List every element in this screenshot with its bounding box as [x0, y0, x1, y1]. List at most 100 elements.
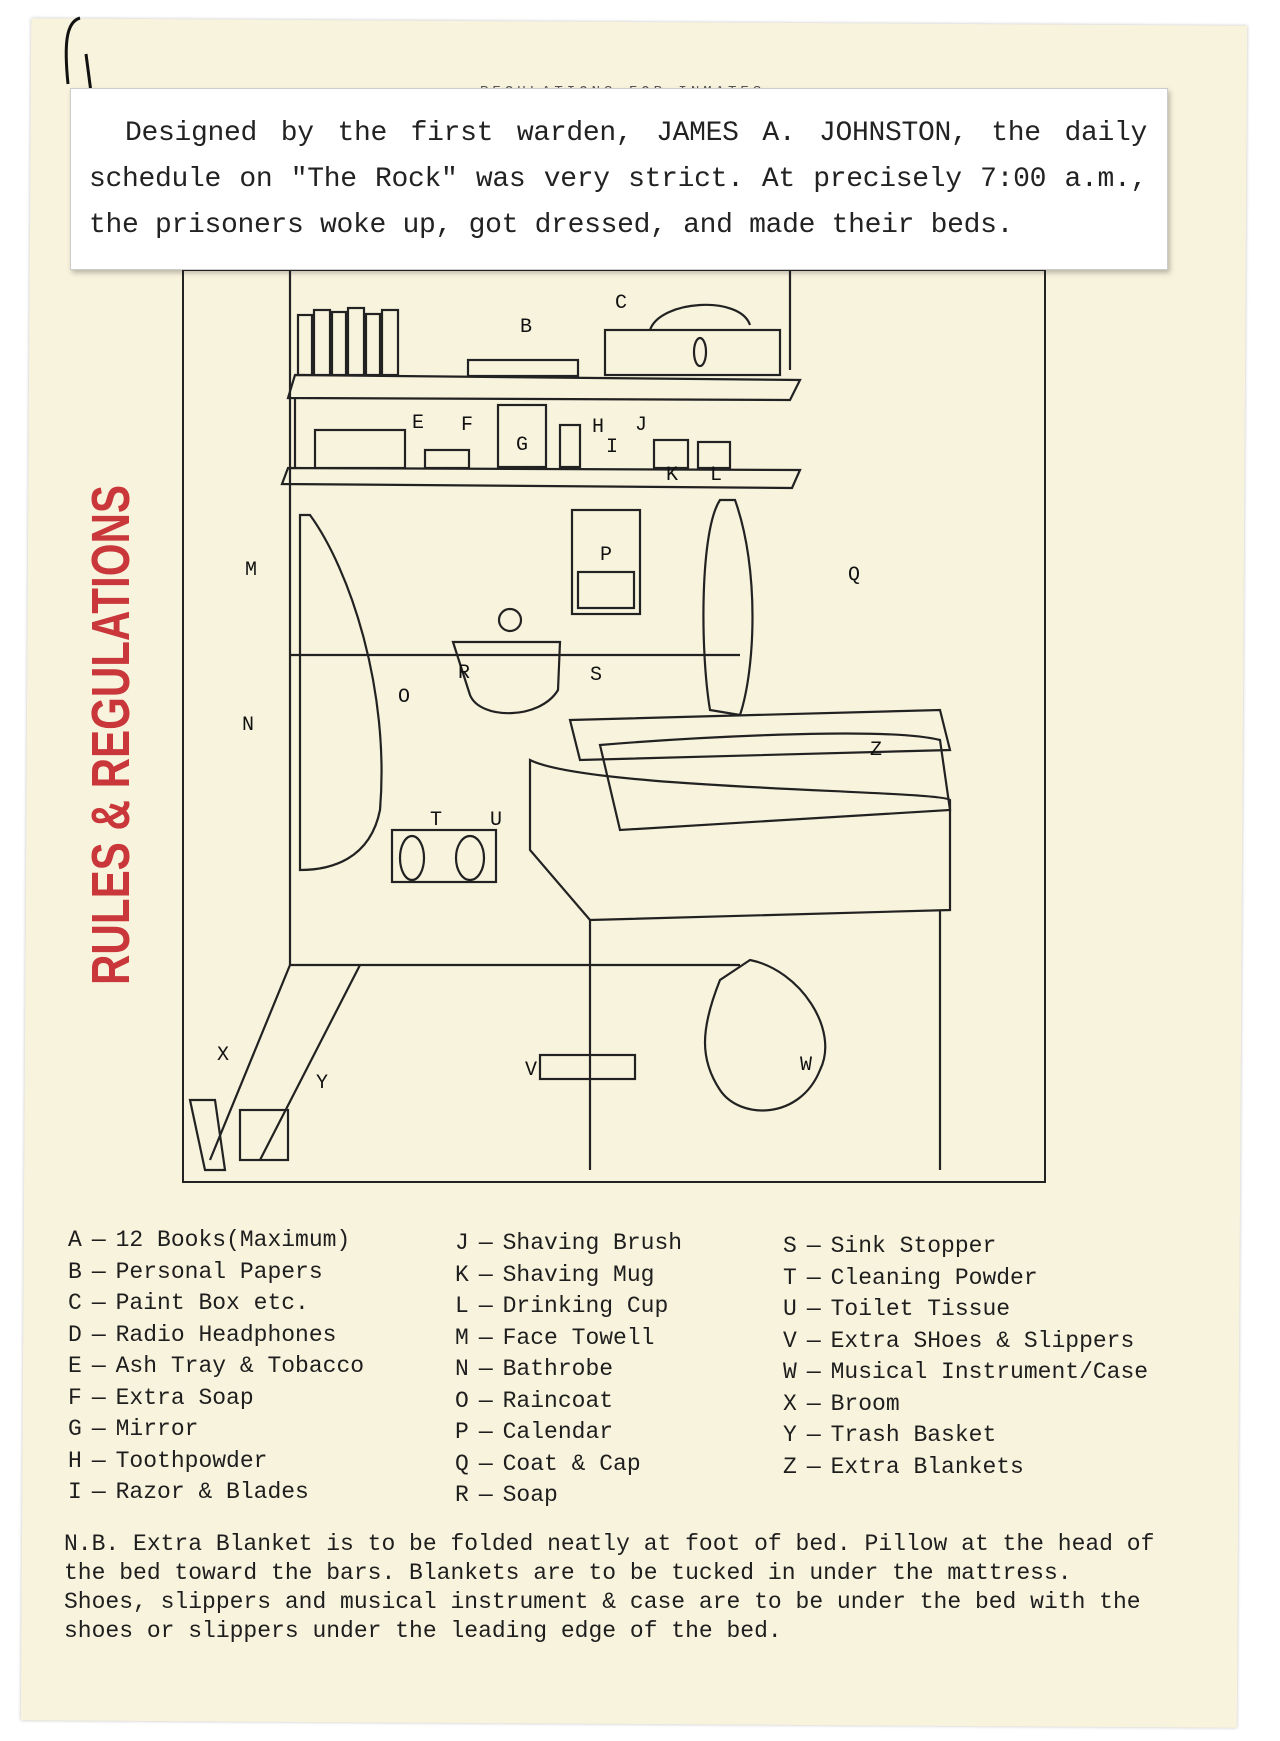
- legend-item: X—Broom: [783, 1390, 900, 1417]
- legend-text: Mirror: [115, 1416, 199, 1442]
- legend-text: 12 Books(Maximum): [115, 1227, 351, 1253]
- tissue-shelf-icon: [390, 828, 498, 884]
- legend-text: Shaving Brush: [502, 1230, 683, 1256]
- legend-text: Sink Stopper: [830, 1233, 997, 1259]
- shelf-lower: [280, 466, 802, 490]
- legend-item: J—Shaving Brush: [455, 1230, 683, 1256]
- legend-key: H: [68, 1447, 82, 1474]
- legend-key: L: [455, 1293, 469, 1319]
- diagram-label-c: C: [615, 292, 627, 315]
- legend-item: Z—Extra Blankets: [783, 1453, 1024, 1480]
- legend-column-2: J—Shaving Brush K—Shaving Mug L—Drinking…: [455, 1228, 682, 1512]
- legend-key: D: [68, 1321, 82, 1348]
- diagram-label-f: F: [461, 414, 473, 437]
- diagram-label-y: Y: [316, 1072, 328, 1095]
- legend-text: Ash Tray & Tobacco: [115, 1353, 365, 1379]
- diagram-label-n: N: [242, 714, 254, 737]
- shelf-upper: [286, 373, 802, 468]
- legend-key: M: [455, 1324, 469, 1351]
- legend-key: V: [783, 1327, 797, 1354]
- papers-icon: [466, 358, 580, 378]
- trash-basket-icon: [238, 1108, 290, 1162]
- diagram-label-k: K: [666, 464, 678, 487]
- diagram-labels: B C E F G H I J K L M N O P Q R S T U V …: [217, 292, 882, 1095]
- legend-item: R—Soap: [455, 1482, 558, 1508]
- legend-key: N: [455, 1356, 469, 1382]
- legend-key: G: [68, 1416, 82, 1442]
- legend-key: O: [455, 1387, 469, 1414]
- diagram-label-o: O: [398, 686, 410, 709]
- diagram-label-m: M: [245, 559, 257, 582]
- legend-item: H—Toothpowder: [68, 1447, 268, 1474]
- diagram-label-p: P: [600, 544, 612, 567]
- coat-icon: [702, 498, 754, 717]
- diagram-label-e: E: [412, 412, 424, 435]
- legend-column-1: A—12 Books(Maximum) B—Personal Papers C—…: [68, 1225, 364, 1509]
- legend-item: I—Razor & Blades: [68, 1479, 309, 1505]
- intro-callout: Designed by the first warden, JAMES A. J…: [70, 88, 1168, 270]
- legend-text: Drinking Cup: [502, 1293, 669, 1319]
- note-line: the bed toward the bars. Blankets are to…: [64, 1560, 1072, 1586]
- legend-key: U: [783, 1296, 797, 1322]
- diagram-label-h: H: [592, 416, 604, 439]
- legend-text: Personal Papers: [115, 1258, 323, 1285]
- legend-text: Razor & Blades: [115, 1479, 309, 1505]
- legend-key: I: [68, 1479, 82, 1505]
- legend-item: D—Radio Headphones: [68, 1321, 337, 1348]
- legend-item: N—Bathrobe: [455, 1356, 614, 1382]
- legend-text: Shaving Mug: [502, 1261, 655, 1288]
- legend-key: Q: [455, 1450, 469, 1477]
- legend-item: O—Raincoat: [455, 1387, 614, 1414]
- mug-icon: [652, 438, 690, 470]
- diagram-label-s: S: [590, 664, 602, 687]
- legend-item: Q—Coat & Cap: [455, 1450, 641, 1477]
- legend-key: S: [783, 1233, 797, 1259]
- legend-text: Bathrobe: [502, 1356, 614, 1382]
- note-line: N.B. Extra Blanket is to be folded neatl…: [64, 1531, 1155, 1557]
- diagram-label-t: T: [430, 809, 442, 832]
- toothpowder-icon: [558, 423, 582, 469]
- bathrobe-icon: [298, 513, 383, 872]
- legend-key: J: [455, 1230, 469, 1256]
- note-block: N.B. Extra Blanket is to be folded neatl…: [64, 1530, 1164, 1646]
- cell-diagram: B C E F G H I J K L M N O P Q R S T U V …: [182, 270, 1046, 1183]
- legend-item: T—Cleaning Powder: [783, 1264, 1038, 1291]
- legend-key: T: [783, 1264, 797, 1291]
- legend-key: Y: [783, 1422, 797, 1448]
- diagram-label-l: L: [710, 464, 722, 487]
- legend-text: Toilet Tissue: [830, 1296, 1011, 1322]
- mirror-icon: [496, 403, 548, 469]
- diagram-label-u: U: [490, 809, 502, 832]
- legend-text: Face Towell: [502, 1324, 655, 1351]
- instrument-case-icon: [704, 958, 827, 1112]
- legend-text: Extra Blankets: [830, 1453, 1024, 1480]
- diagram-label-i: I: [606, 436, 618, 459]
- legend-text: Toothpowder: [115, 1447, 268, 1474]
- legend-key: K: [455, 1261, 469, 1288]
- diagram-label-z: Z: [870, 739, 882, 762]
- legend-key: E: [68, 1353, 82, 1379]
- legend-text: Broom: [830, 1390, 900, 1417]
- diagram-label-j: J: [635, 414, 647, 437]
- legend-text: Coat & Cap: [502, 1450, 641, 1477]
- legend-column-3: S—Sink Stopper T—Cleaning Powder U—Toile…: [783, 1231, 1148, 1483]
- legend-text: Musical Instrument/Case: [830, 1359, 1149, 1385]
- diagram-label-v: V: [525, 1059, 537, 1082]
- diagram-label-w: W: [800, 1054, 812, 1077]
- legend-key: W: [783, 1359, 797, 1385]
- legend-text: Soap: [502, 1482, 558, 1508]
- legend-key: Z: [783, 1453, 797, 1480]
- side-title: RULES & REGULATIONS: [81, 485, 141, 985]
- shoes-icon: [538, 1053, 637, 1081]
- legend-item: F—Extra Soap: [68, 1384, 254, 1411]
- legend-text: Radio Headphones: [115, 1321, 337, 1348]
- legend-key: X: [783, 1390, 797, 1417]
- legend-item: A—12 Books(Maximum): [68, 1227, 351, 1253]
- legend-item: V—Extra SHoes & Slippers: [783, 1327, 1135, 1354]
- broom-icon: [188, 1098, 227, 1172]
- legend-item: C—Paint Box etc.: [68, 1290, 309, 1316]
- legend-item: Y—Trash Basket: [783, 1422, 997, 1448]
- cup-icon: [696, 440, 732, 470]
- legend-text: Calendar: [502, 1419, 614, 1445]
- legend-item: M—Face Towell: [455, 1324, 655, 1351]
